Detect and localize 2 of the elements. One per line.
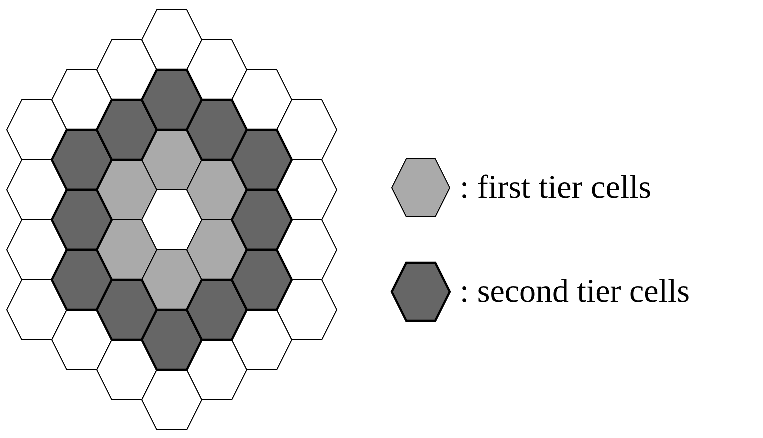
legend-label: : second tier cells <box>460 274 690 310</box>
legend-label: : first tier cells <box>460 170 652 206</box>
